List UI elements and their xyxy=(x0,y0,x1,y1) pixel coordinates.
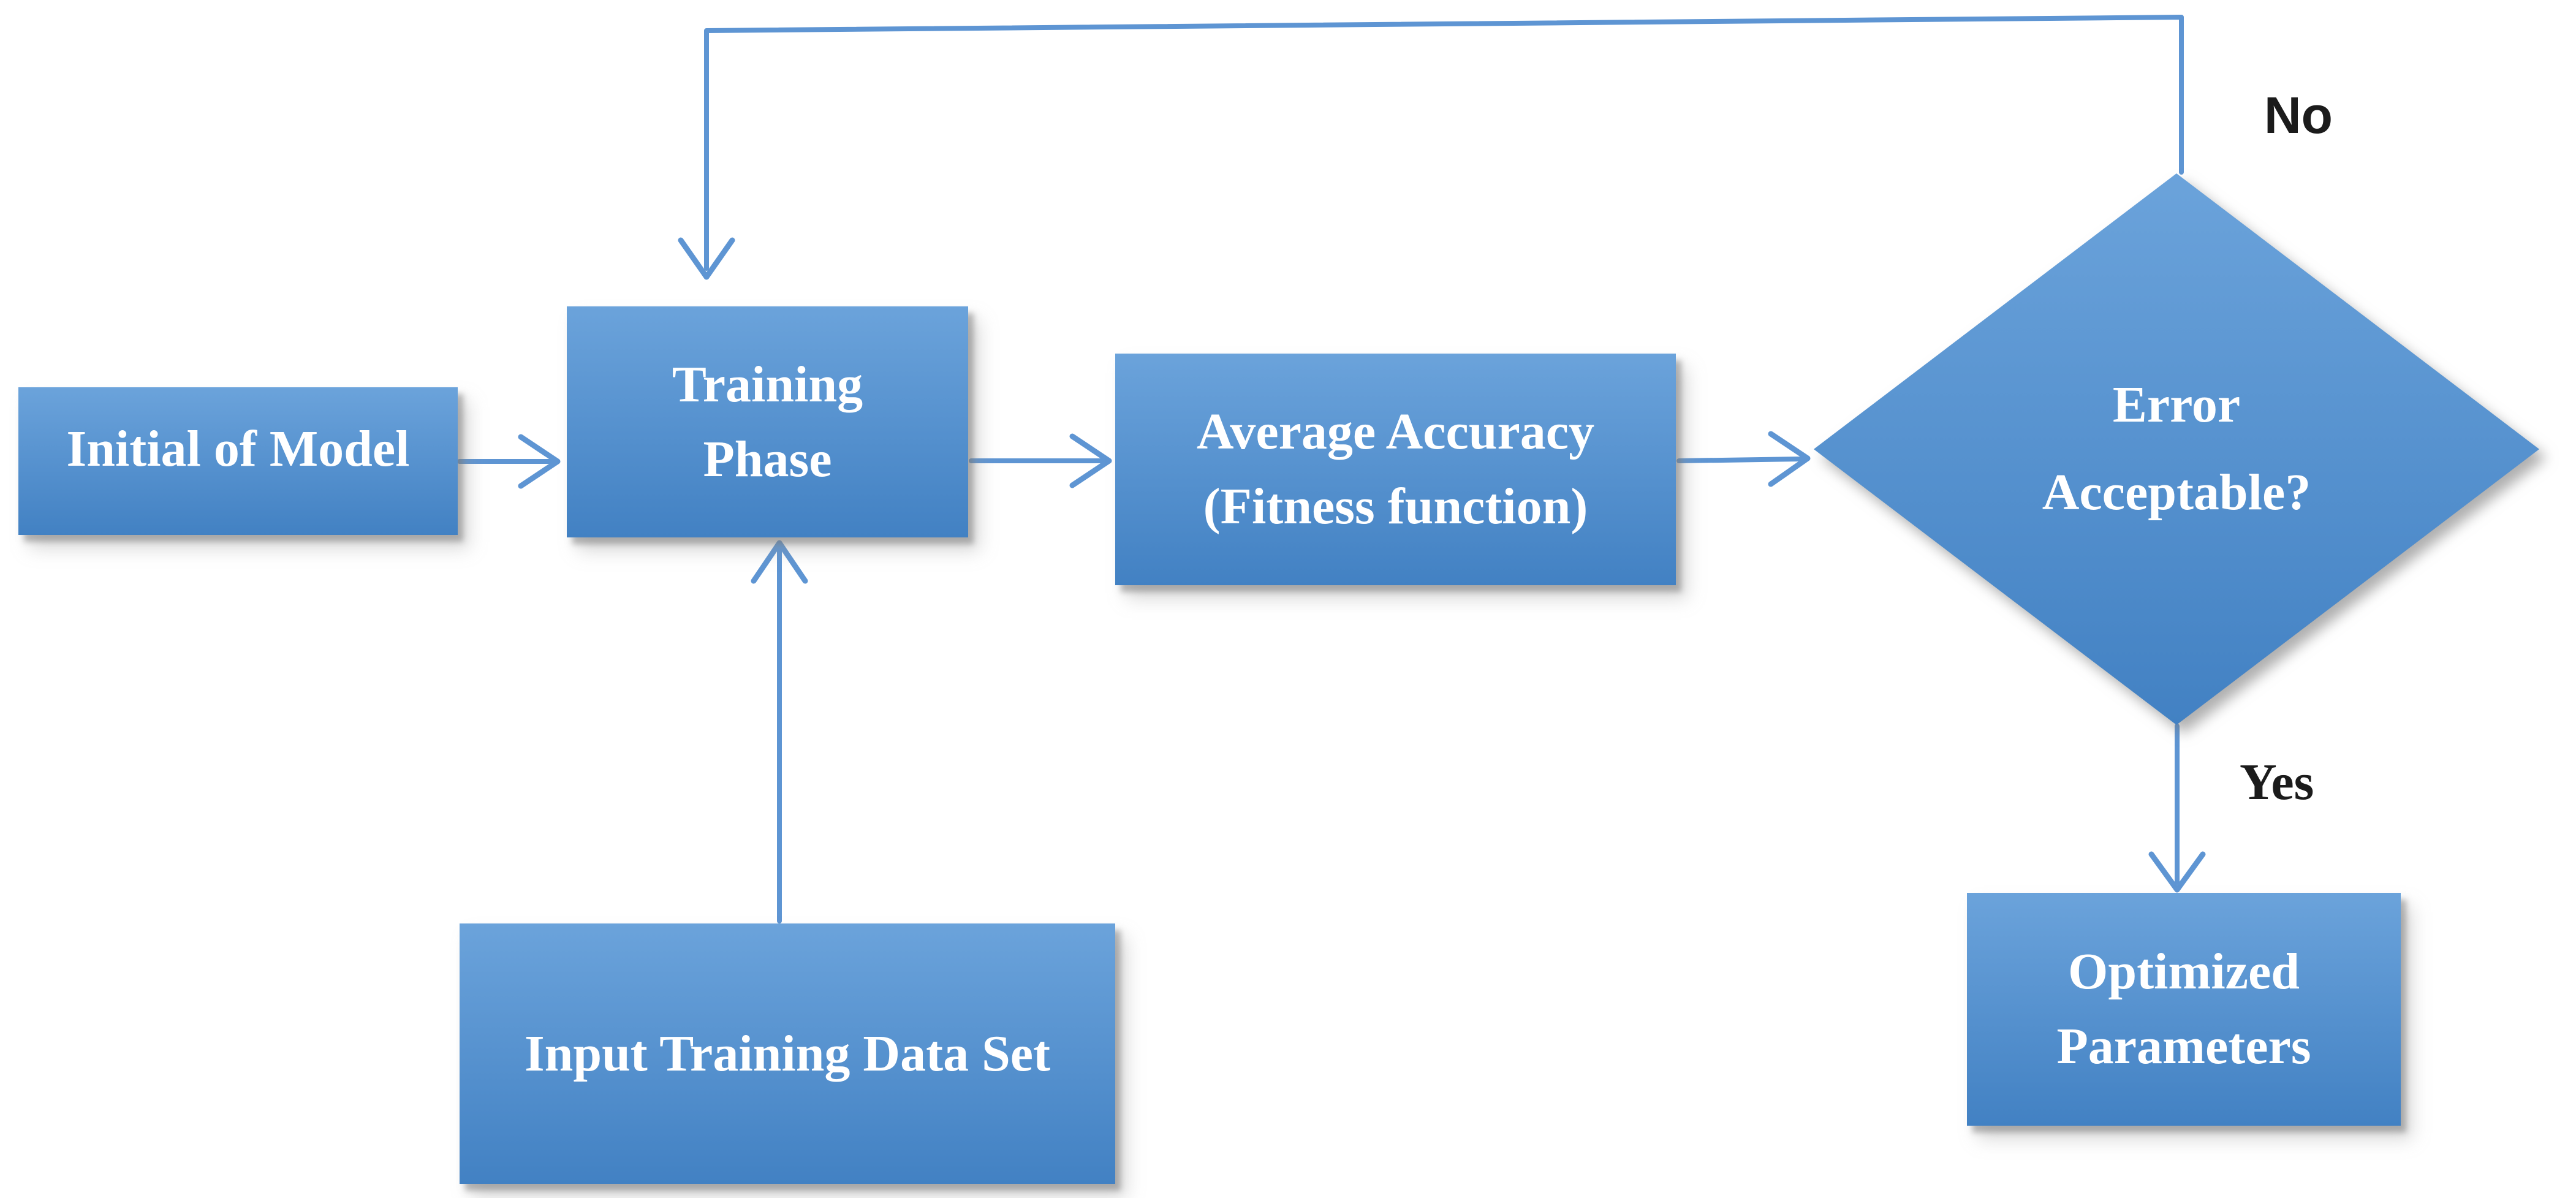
node-optimized-parameters-label-line1: Optimized xyxy=(2068,943,2300,1001)
connector-input-to-training xyxy=(751,540,808,923)
connector-average-to-decision xyxy=(1676,431,1811,487)
node-error-acceptable-decision: Error Acceptable? xyxy=(1814,173,2539,725)
node-error-acceptable-label-line1: Error xyxy=(2112,376,2241,434)
node-optimized-parameters: Optimized Parameters xyxy=(1967,893,2401,1126)
node-training-phase: Training Phase xyxy=(567,306,968,537)
node-training-phase-label-line1: Training xyxy=(672,355,863,413)
connector-initial-to-training xyxy=(457,434,561,489)
edge-label-yes: Yes xyxy=(2240,754,2314,811)
node-average-accuracy-label-line1: Average Accuracy xyxy=(1196,403,1595,461)
node-error-acceptable-label: Error Acceptable? xyxy=(2042,362,2311,537)
edge-label-no: No xyxy=(2264,86,2333,144)
node-initial-of-model-label: Initial of Model xyxy=(66,420,410,477)
node-input-training-data-set-label: Input Training Data Set xyxy=(524,1025,1051,1082)
node-average-accuracy-label-line2: (Fitness function) xyxy=(1203,478,1588,535)
node-initial-of-model: Initial of Model xyxy=(18,387,458,535)
node-training-phase-label-line2: Phase xyxy=(703,430,832,488)
connector-training-to-average xyxy=(969,433,1112,488)
node-average-accuracy: Average Accuracy (Fitness function) xyxy=(1115,354,1676,585)
connector-decision-to-optimized xyxy=(2148,724,2206,893)
node-optimized-parameters-label-line2: Parameters xyxy=(2056,1018,2311,1075)
node-input-training-data-set: Input Training Data Set xyxy=(460,923,1115,1184)
node-error-acceptable-label-line2: Acceptable? xyxy=(2042,464,2311,521)
